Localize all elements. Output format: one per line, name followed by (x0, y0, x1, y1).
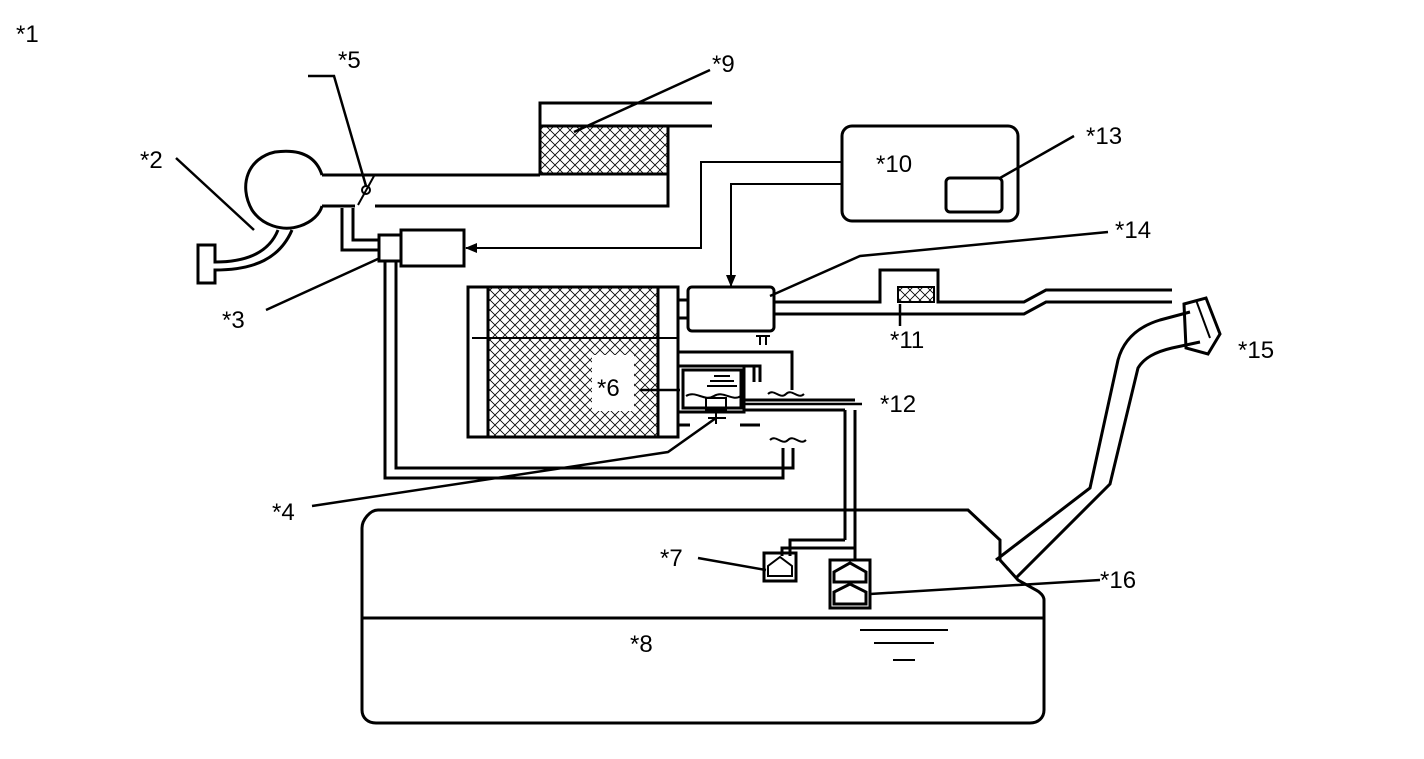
callout-13: *13 (1086, 123, 1122, 150)
callout-15: *15 (1238, 337, 1274, 364)
callout-3: *3 (222, 307, 245, 334)
callout-4: *4 (272, 499, 295, 526)
callout-5: *5 (338, 47, 361, 74)
pump-module (678, 285, 776, 345)
fuel-filler-pipe (995, 296, 1222, 580)
ecm (840, 124, 1020, 223)
callout-12: *12 (880, 391, 916, 418)
filter-11 (897, 286, 935, 303)
fill-check-valve-16 (828, 558, 872, 610)
callout-16: *16 (1100, 567, 1136, 594)
intake-manifold (196, 149, 670, 285)
air-cleaner-element (538, 101, 712, 176)
callout-6: *6 (597, 375, 620, 402)
purge-vsv (377, 228, 466, 268)
cut-off-valve-7 (762, 551, 798, 583)
charcoal-canister (466, 285, 680, 439)
figure-number: *1 (16, 21, 39, 48)
ecm-module (944, 176, 1004, 214)
callout-10: *10 (876, 151, 912, 178)
callout-11: *11 (890, 327, 924, 354)
callout-9: *9 (712, 51, 735, 78)
callout-14: *14 (1115, 217, 1151, 244)
fuel-tank (360, 508, 1046, 725)
callout-2: *2 (140, 147, 163, 174)
callout-8: *8 (630, 631, 653, 658)
callout-7: *7 (660, 545, 683, 572)
canister-valve (676, 364, 746, 424)
